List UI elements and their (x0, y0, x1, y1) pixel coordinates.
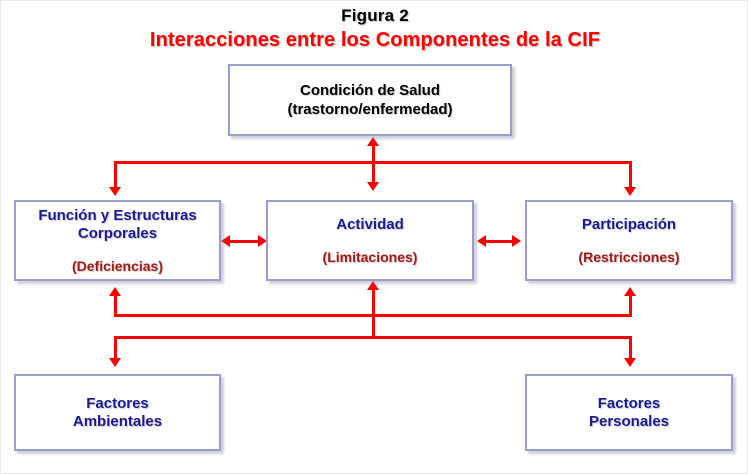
health-activity-line (372, 141, 375, 187)
environmental-factors-line2: Ambientales (72, 412, 163, 430)
node-body-functions[interactable]: Función y Estructuras Corporales (Defici… (14, 200, 221, 281)
figure-heading: Figura 2 Interacciones entre los Compone… (1, 5, 747, 53)
arrow-to-participation-side (512, 235, 521, 247)
node-participation[interactable]: Participación (Restricciones) (525, 200, 733, 281)
top-bus-left-leg (114, 161, 117, 189)
activity-line1: Actividad (336, 215, 404, 233)
arrow-to-body-functions (109, 187, 121, 196)
arrow-to-activity-left-side (258, 235, 267, 247)
body-functions-line2: Corporales (77, 224, 158, 242)
arrow-up-to-body-functions (109, 287, 121, 296)
upper-return-bus-left-leg (114, 293, 117, 317)
personal-factors-line2: Personales (588, 412, 670, 430)
health-condition-line1: Condición de Salud (299, 82, 440, 99)
arrow-to-activity-from-health (367, 182, 379, 191)
figure-label: Figura 2 (341, 6, 409, 25)
center-lower-connector (372, 287, 375, 339)
figure-title: Interacciones entre los Componentes de l… (149, 29, 601, 51)
top-bus-right-leg (629, 161, 632, 189)
arrow-to-environmental-factors (109, 358, 121, 367)
lower-bus-line (114, 336, 632, 339)
upper-return-bus-right-leg (629, 293, 632, 317)
environmental-factors-line1: Factores (86, 394, 149, 412)
lower-bus-right-leg (629, 336, 632, 360)
body-functions-line1: Función y Estructuras (38, 206, 197, 224)
health-condition-line2: (trastorno/enfermedad) (287, 101, 453, 118)
arrow-up-to-participation (624, 287, 636, 296)
arrow-to-activity-right-side (477, 235, 486, 247)
node-health-condition[interactable]: Condición de Salud (trastorno/enfermedad… (228, 64, 512, 136)
participation-line1: Participación (581, 215, 677, 233)
participation-line2: (Restricciones) (578, 248, 680, 265)
arrow-to-body-functions-side (221, 235, 230, 247)
node-environmental-factors[interactable]: Factores Ambientales (14, 374, 221, 451)
body-functions-line3: (Deficiencias) (71, 257, 164, 274)
node-personal-factors[interactable]: Factores Personales (525, 374, 733, 451)
personal-factors-line1: Factores (597, 394, 661, 412)
arrow-to-participation (624, 187, 636, 196)
arrow-to-health-condition (367, 137, 379, 146)
activity-participation-line (483, 240, 515, 243)
body-activity-line (227, 240, 261, 243)
activity-line2: (Limitaciones) (322, 248, 418, 265)
arrow-to-personal-factors (624, 358, 636, 367)
node-activity[interactable]: Actividad (Limitaciones) (266, 200, 474, 281)
lower-bus-left-leg (114, 336, 117, 360)
arrow-up-to-activity (367, 281, 379, 290)
